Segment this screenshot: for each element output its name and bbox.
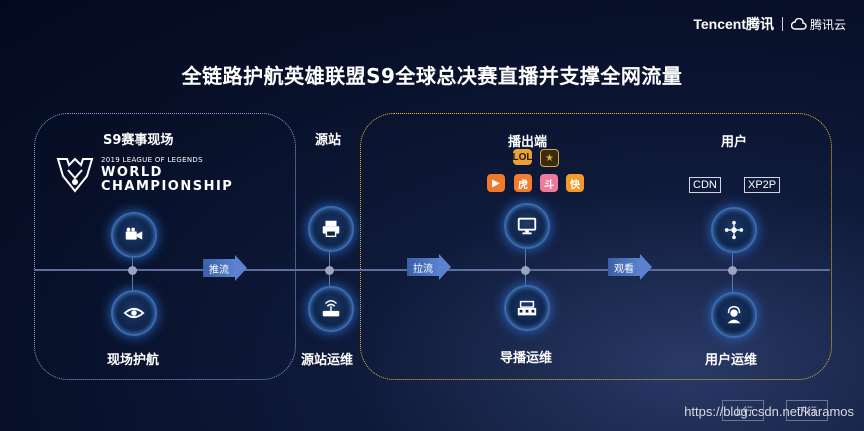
broadcast-dot [521,266,530,275]
tencent-logo: Tencent腾讯 [693,16,774,32]
camera-icon [125,227,143,240]
broadcast-bottom-label: 导播运维 [500,351,553,366]
user-title: 用户 [721,135,748,150]
router-icon [322,300,340,317]
worlds-logo: 2019 LEAGUE OF LEGENDS WORLD CHAMPIONSHI… [55,156,233,194]
venue-dot [128,266,137,275]
monitor-node [504,203,550,249]
origin-title: 源站 [315,133,342,148]
user-support-node [711,292,757,338]
venue-title: S9赛事现场 [103,133,174,148]
xp2p-tag: XP2P [744,177,781,193]
user-headset-icon [727,306,741,324]
brand-separator [781,17,783,31]
cloud-icon [790,18,807,30]
trophy-emblem-icon [56,157,94,193]
pull-arrow: 拉流 [407,254,451,280]
next-button[interactable]: 下行 [786,400,828,421]
network-node [711,207,757,253]
douyu-icon: 斗 [540,174,558,192]
pull-arrowhead [439,254,451,280]
pull-label: 拉流 [407,258,439,276]
network-hub-icon [724,220,744,240]
prev-button[interactable]: 上行 [722,400,764,421]
watch-label: 观看 [608,258,640,276]
page-title: 全链路护航英雄联盟S9全球总决赛直播并支撑全网流量 [181,64,683,88]
eye-node [111,290,157,336]
eye-icon [123,307,145,319]
user-dot [728,266,737,275]
push-arrowhead [235,255,247,281]
router-node [308,286,354,332]
venue-box [34,113,296,380]
brand: Tencent腾讯 腾讯云 [693,14,846,34]
user-bottom-label: 用户运维 [705,353,758,368]
lol-icon: LOL [513,149,533,165]
bilibili-icon: ▶ [487,174,505,192]
tencent-video-icon: ★ [540,149,559,167]
logo-line3: CHAMPIONSHIP [101,179,234,194]
logo-line1: 2019 LEAGUE OF LEGENDS [101,156,203,164]
kuaishou-icon: 快 [566,174,584,192]
origin-connector [329,236,330,291]
server-node [308,206,354,252]
cdn-tag: CDN [689,177,721,193]
monitor-icon [517,217,537,235]
printer-server-icon [322,220,340,238]
director-console-icon [517,300,537,316]
cloud-name: 腾讯云 [809,17,846,32]
watch-arrow: 观看 [608,254,652,280]
broadcast-title: 播出端 [508,135,548,150]
broadcast-connector [525,240,526,290]
venue-bottom-label: 现场护航 [107,353,160,368]
logo-line2: WORLD [101,165,163,180]
broadcast-user-box [360,113,832,380]
huya-icon: 虎 [514,174,532,192]
camera-node [111,212,157,258]
watch-arrowhead [640,254,652,280]
push-arrow: 推流 [203,255,247,281]
origin-dot [325,266,334,275]
origin-bottom-label: 源站运维 [301,353,354,368]
push-label: 推流 [203,259,235,277]
studio-node [504,285,550,331]
tencent-cloud-logo: 腾讯云 [790,16,846,33]
watermark: https://blog.csdn.net/karamos [684,404,854,419]
